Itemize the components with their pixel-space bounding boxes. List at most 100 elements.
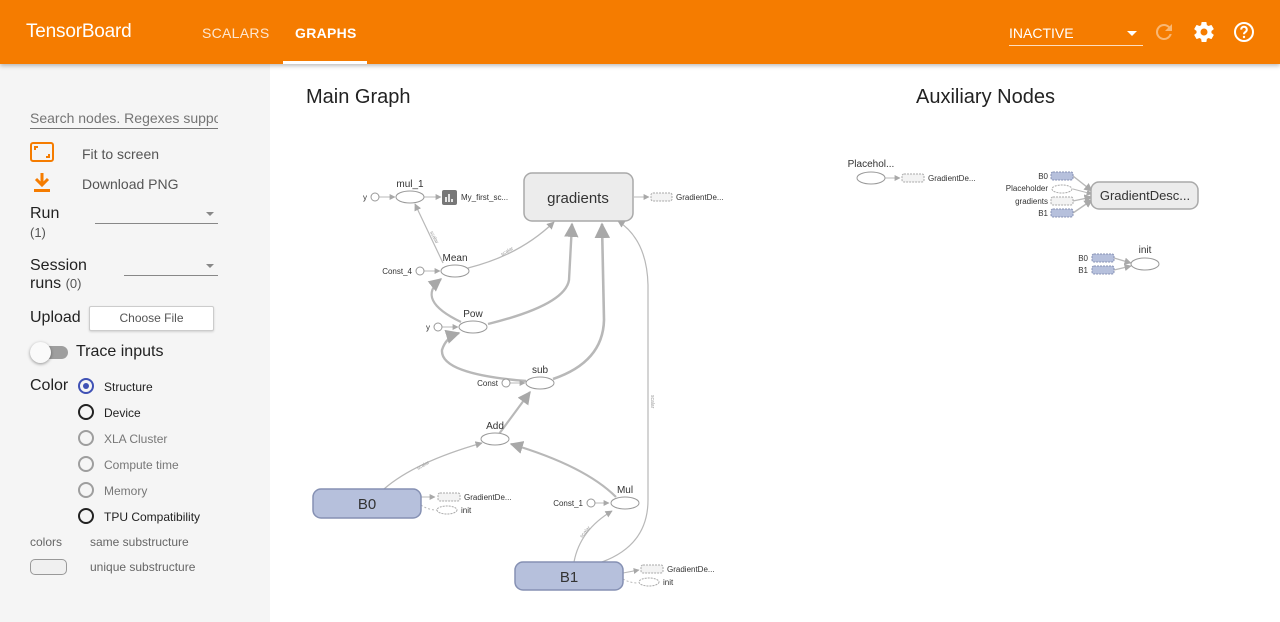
- b1-gd-label: GradientDe...: [667, 565, 715, 574]
- gd-out-label: GradientDe...: [676, 193, 724, 202]
- edge-label-b1-mul: scalar: [579, 525, 592, 539]
- b1-gd-node: [640, 564, 664, 574]
- aux-in-b1-label: B1: [1038, 209, 1048, 218]
- add-node: [480, 432, 510, 446]
- fit-to-screen-icon: [30, 142, 54, 162]
- radio-xla-cluster[interactable]: [78, 430, 94, 446]
- b0-gd-label: GradientDe...: [464, 493, 512, 502]
- graph-canvas[interactable]: Main Graph Auxiliary Nodes: [270, 64, 1280, 622]
- aux-in-gradients-label: gradients: [1015, 197, 1048, 206]
- b0-gd-node: [437, 492, 461, 502]
- fit-to-screen-button[interactable]: Fit to screen: [30, 142, 159, 167]
- session-runs-dropdown[interactable]: [124, 256, 218, 276]
- main-graph-title: Main Graph: [306, 86, 411, 108]
- edge-pow-mean: [427, 278, 462, 323]
- tab-scalars[interactable]: SCALARS: [202, 25, 270, 41]
- edge-b1-gradients: [601, 220, 649, 563]
- edge-mean-mul1: [414, 203, 444, 264]
- radio-xla-cluster-label: XLA Cluster: [104, 432, 168, 446]
- sub-label: sub: [532, 365, 549, 376]
- main-graph-nodes: gradients y mul_1 My_first_sc... Gradien…: [312, 172, 724, 591]
- aux-init-b0-label: B0: [1078, 254, 1088, 263]
- aux-in-placeholder-label: Placeholder: [1006, 184, 1049, 193]
- mean-node: [440, 264, 470, 278]
- trace-inputs-toggle-knob[interactable]: [30, 342, 51, 363]
- mean-label: Mean: [442, 253, 467, 264]
- add-label: Add: [486, 421, 504, 432]
- edge-b1-mul: [573, 510, 613, 563]
- bar-chart-icon: [445, 194, 453, 202]
- trace-inputs-label: Trace inputs: [76, 343, 164, 360]
- aux-init-b1-label: B1: [1078, 266, 1088, 275]
- legend-same-substructure: same substructure: [90, 535, 189, 549]
- edge-sub-gradients: [552, 222, 611, 381]
- radio-tpu-compatibility[interactable]: [78, 508, 94, 524]
- edge-aux-ph-gd: [1072, 188, 1093, 196]
- run-status-dropdown[interactable]: INACTIVE: [1009, 22, 1143, 46]
- edge-label-mean-gradients: scalar: [500, 246, 515, 258]
- radio-structure[interactable]: [78, 378, 94, 394]
- mul1-label: mul_1: [396, 179, 424, 190]
- download-icon: [34, 173, 50, 192]
- aux-placeholder-node: [856, 171, 886, 185]
- aux-in-b0-node: [1050, 171, 1074, 181]
- edge-aux-b1-gd: [1072, 199, 1093, 214]
- const-node: [501, 378, 511, 388]
- session-runs-label-1: Session: [30, 257, 87, 274]
- y-label-2: y: [426, 323, 430, 332]
- edge-mean-gradients: [467, 221, 555, 269]
- aux-init-node: [1130, 257, 1160, 271]
- pow-node: [458, 320, 488, 334]
- graph-svg: scalar scalar scalar scalar scalar gradi…: [312, 159, 1199, 591]
- run-dropdown[interactable]: [95, 204, 218, 224]
- edge-aux-b0-init: [1113, 257, 1132, 265]
- b1-init-node: [638, 577, 660, 587]
- aux-in-placeholder-node: [1051, 184, 1073, 194]
- gradients-label: gradients: [547, 190, 609, 207]
- radio-device[interactable]: [78, 404, 94, 420]
- edge-aux-b1-init: [1113, 263, 1132, 271]
- aux-gd-small-label: GradientDe...: [928, 174, 976, 183]
- b0-init-node: [436, 505, 458, 515]
- edge-sub-pow: [440, 329, 527, 383]
- edge-b1-gd: [622, 568, 640, 574]
- chevron-down-icon: [1127, 31, 1137, 36]
- radio-compute-time[interactable]: [78, 456, 94, 472]
- sidebar-controls: Search nodes. Regexes supported. Fit to …: [0, 64, 270, 622]
- radio-memory-label: Memory: [104, 484, 148, 498]
- edge-pow-gradients: [487, 222, 579, 326]
- auxiliary-nodes-title: Auxiliary Nodes: [916, 86, 1055, 108]
- run-label: Run: [30, 205, 60, 222]
- refresh-icon[interactable]: [1152, 20, 1176, 44]
- aux-in-b1-node: [1050, 208, 1074, 218]
- radio-structure-label: Structure: [104, 380, 153, 394]
- fit-to-screen-label: Fit to screen: [82, 146, 160, 162]
- settings-gear-icon[interactable]: [1192, 20, 1216, 44]
- search-nodes-input[interactable]: Search nodes. Regexes supported.: [30, 108, 218, 129]
- edge-label-mean-mul1: scalar: [428, 230, 440, 245]
- session-runs-word: runs: [30, 275, 62, 292]
- edge-aux-b0-gd: [1072, 175, 1093, 192]
- summary-label: My_first_sc...: [461, 193, 508, 202]
- download-png-button[interactable]: Download PNG: [30, 172, 179, 197]
- b1-label: B1: [560, 569, 578, 586]
- y-label-1: y: [363, 193, 367, 202]
- active-tab-indicator: [283, 61, 367, 64]
- help-icon[interactable]: [1232, 20, 1256, 44]
- choose-file-button[interactable]: Choose File: [89, 306, 214, 331]
- run-count: (1): [30, 225, 46, 240]
- gradients-node: [523, 172, 634, 222]
- edge-b0-init: [420, 504, 438, 511]
- aux-gd-small-node: [901, 173, 925, 183]
- tab-graphs[interactable]: GRAPHS: [295, 25, 357, 41]
- color-label: Color: [30, 377, 69, 394]
- radio-memory[interactable]: [78, 482, 94, 498]
- legend-unique-substructure: unique substructure: [90, 560, 196, 574]
- auxiliary-graph-nodes: Placehol... GradientDe... GradientDesc..…: [848, 159, 1199, 275]
- mul1-node: [395, 190, 425, 204]
- y-node-2: [433, 322, 443, 332]
- app-brand: TensorBoard: [26, 21, 132, 42]
- chevron-down-icon: [206, 264, 214, 268]
- session-runs-count: (0): [65, 276, 82, 291]
- edge-add-sub: [498, 390, 531, 435]
